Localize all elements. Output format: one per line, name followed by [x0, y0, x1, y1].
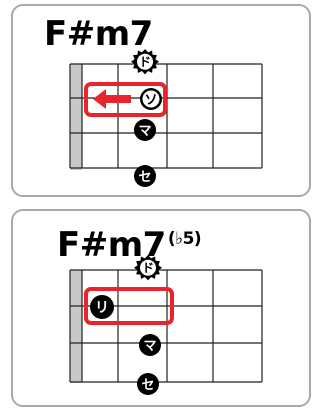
finger-dot-label: ソ	[144, 93, 157, 108]
nut	[70, 64, 82, 170]
highlight-box	[84, 82, 167, 117]
finger-dot-label: セ	[141, 378, 154, 393]
finger-dot-outlined: ソ	[140, 88, 162, 110]
finger-dot-label: マ	[138, 124, 151, 139]
finger-dot-label: リ	[95, 300, 109, 316]
root-star-marker: ド	[134, 255, 162, 281]
root-marker-label: ド	[142, 261, 154, 275]
root-star-marker: ド	[131, 49, 159, 75]
chord-title-suffix: (♭5)	[167, 229, 202, 249]
fretboard-grid	[69, 269, 263, 383]
finger-dot-filled: マ	[139, 334, 161, 356]
finger-dot-filled: セ	[134, 165, 156, 187]
root-marker-label: ド	[139, 55, 151, 69]
left-arrow-icon	[93, 89, 131, 109]
chord-title-text: F#m7	[44, 14, 153, 54]
chord-card-fsharp-m7b5	[11, 209, 311, 407]
chord-title: F#m7	[44, 17, 155, 51]
finger-dot-filled: セ	[137, 373, 159, 395]
finger-dot-label: セ	[138, 170, 151, 185]
highlight-box	[84, 287, 174, 325]
nut	[70, 270, 82, 383]
finger-dot-filled: リ	[90, 295, 114, 319]
finger-dot-filled: マ	[134, 119, 156, 141]
finger-dot-label: マ	[143, 339, 156, 354]
